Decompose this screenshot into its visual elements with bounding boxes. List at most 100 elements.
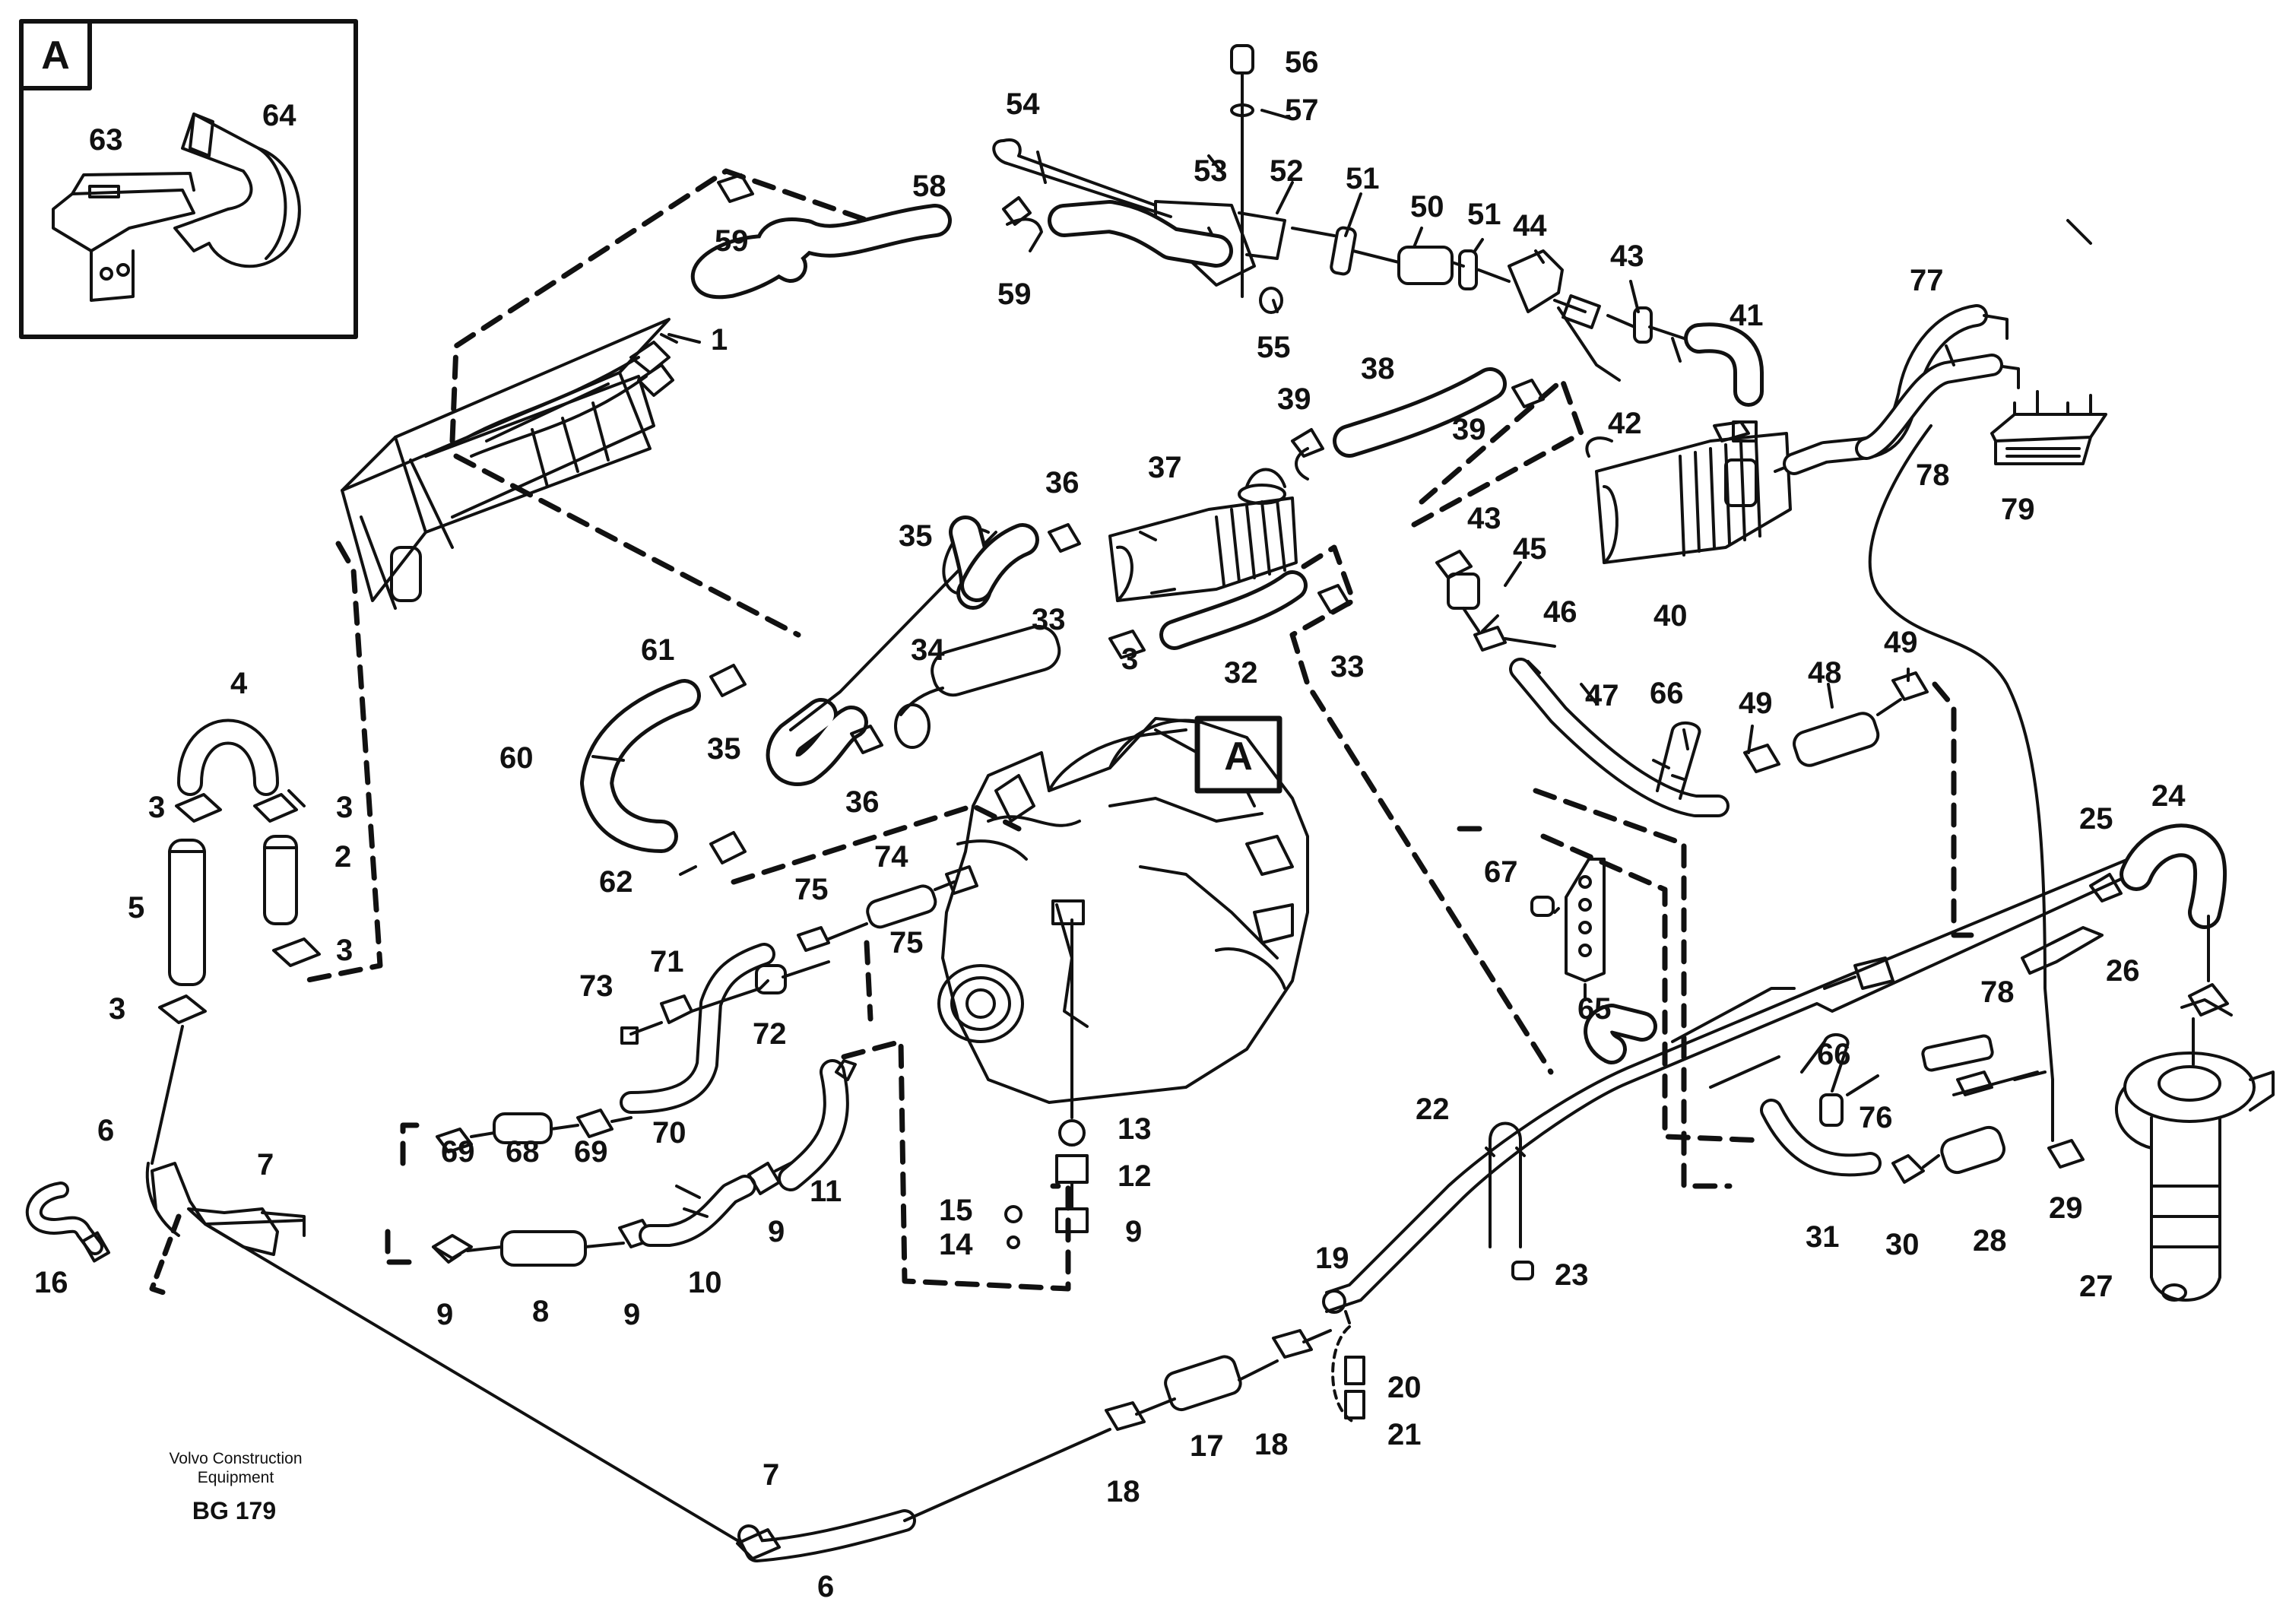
part-number-label: 21: [1387, 1418, 1422, 1451]
part-number-label: 6: [817, 1570, 834, 1603]
part-number-label: 77: [1910, 264, 1944, 297]
part-number-label: 28: [1973, 1224, 2007, 1258]
part-number-labels: 1 2 3 3 3 3 3 4 5 6 6 7 7 8 9 9 9 9 10 1…: [34, 46, 2186, 1603]
part-number-label: 51: [1467, 198, 1501, 231]
part-number-label: 66: [1817, 1038, 1851, 1071]
drawing-code: BG 179: [192, 1497, 276, 1524]
part-number-label: 43: [1610, 239, 1644, 273]
part-number-label: 3: [1121, 642, 1138, 676]
part-number-label: 38: [1361, 352, 1395, 385]
part-number-label: 19: [1315, 1242, 1349, 1275]
part-number-label: 72: [753, 1017, 787, 1051]
part-number-label: 12: [1118, 1159, 1152, 1193]
maker-caption-line2: Equipment: [198, 1469, 274, 1486]
part-number-label: 50: [1410, 190, 1444, 224]
part-number-label: 26: [2106, 954, 2140, 988]
part-number-label: 18: [1254, 1428, 1289, 1461]
part-number-label: 54: [1006, 87, 1040, 121]
part-number-label: 60: [499, 741, 534, 775]
part-number-label: 18: [1106, 1475, 1140, 1508]
part-number-label: 16: [34, 1266, 68, 1299]
part-number-label: 32: [1224, 656, 1258, 690]
part-number-label: 73: [579, 969, 614, 1003]
part-number-label: 48: [1808, 656, 1842, 690]
part-number-label: 41: [1730, 299, 1764, 332]
part-number-label: 42: [1608, 407, 1642, 440]
part-number-label: 3: [336, 934, 353, 967]
part-number-label: 61: [641, 633, 675, 667]
part-number-label: 3: [109, 992, 125, 1026]
part-number-label: 74: [874, 840, 908, 874]
part-number-label: 68: [506, 1135, 540, 1169]
part-number-label: 14: [939, 1228, 973, 1261]
part-number-label: 33: [1330, 650, 1365, 684]
part-number-label: 20: [1387, 1371, 1422, 1404]
part-number-label: 23: [1555, 1258, 1589, 1292]
part-number-label: 40: [1653, 599, 1688, 633]
part-number-label: 1: [711, 323, 728, 357]
part-number-label: 9: [1125, 1215, 1142, 1248]
part-number-label: 43: [1467, 502, 1501, 535]
part-number-label: 30: [1885, 1228, 1920, 1261]
part-number-label: 59: [715, 224, 749, 258]
part-number-label: 63: [89, 123, 123, 157]
part-number-label: 3: [336, 791, 353, 824]
part-number-label: 37: [1148, 451, 1182, 484]
part-number-label: 15: [939, 1194, 973, 1227]
part-number-label: 17: [1190, 1429, 1224, 1463]
part-number-label: 67: [1484, 855, 1518, 889]
part-number-label: 25: [2079, 802, 2113, 836]
part-number-label: 29: [2049, 1191, 2083, 1225]
part-number-label: 35: [899, 519, 933, 553]
part-number-label: 53: [1194, 154, 1228, 188]
part-number-label: 13: [1118, 1112, 1152, 1146]
part-number-label: 57: [1285, 94, 1319, 127]
part-number-label: 76: [1859, 1101, 1893, 1134]
part-number-label: 9: [623, 1298, 640, 1331]
part-number-label: 71: [650, 945, 684, 979]
part-number-label: 49: [1884, 626, 1918, 659]
part-number-label: 78: [1916, 458, 1950, 492]
part-number-label: 58: [912, 170, 946, 203]
part-number-label: 79: [2001, 493, 2035, 526]
part-number-label: 9: [436, 1298, 453, 1331]
part-number-label: 69: [574, 1135, 608, 1169]
part-number-label: 70: [652, 1116, 686, 1150]
part-number-label: 75: [794, 873, 829, 906]
part-number-label: 3: [148, 791, 165, 824]
part-number-label: 62: [599, 865, 633, 899]
part-number-label: 65: [1577, 992, 1612, 1026]
part-number-label: 39: [1452, 413, 1486, 446]
part-number-label: 7: [257, 1148, 274, 1182]
part-number-label: 47: [1585, 679, 1619, 712]
part-number-label: 27: [2079, 1270, 2113, 1303]
maker-caption-line1: Volvo Construction: [169, 1450, 302, 1467]
part-number-label: 33: [1032, 603, 1066, 636]
part-number-label: 51: [1346, 162, 1380, 195]
part-number-label: 55: [1257, 331, 1291, 364]
part-number-label: 6: [97, 1114, 114, 1147]
part-number-label: 36: [845, 785, 880, 819]
part-number-label: 5: [128, 891, 144, 925]
part-number-label: 10: [688, 1266, 722, 1299]
part-number-label: 34: [911, 633, 945, 667]
part-number-label: 49: [1739, 687, 1773, 720]
part-number-label: 8: [532, 1295, 549, 1328]
part-number-label: 59: [997, 278, 1032, 311]
part-number-label: 22: [1416, 1093, 1450, 1126]
part-number-label: 35: [707, 732, 741, 766]
part-number-label: 39: [1277, 382, 1311, 416]
part-number-label: 11: [810, 1175, 842, 1208]
part-number-label: 4: [230, 667, 248, 700]
part-number-label: 69: [441, 1135, 475, 1169]
part-number-label: 45: [1513, 532, 1547, 566]
part-number-label: 75: [889, 926, 924, 959]
part-number-label: 31: [1806, 1220, 1840, 1254]
part-number-label: 7: [763, 1458, 779, 1492]
part-number-label: 52: [1270, 154, 1304, 188]
part-number-label: 66: [1650, 677, 1684, 710]
part-number-label: 46: [1543, 595, 1577, 629]
part-number-label: 44: [1513, 209, 1547, 243]
